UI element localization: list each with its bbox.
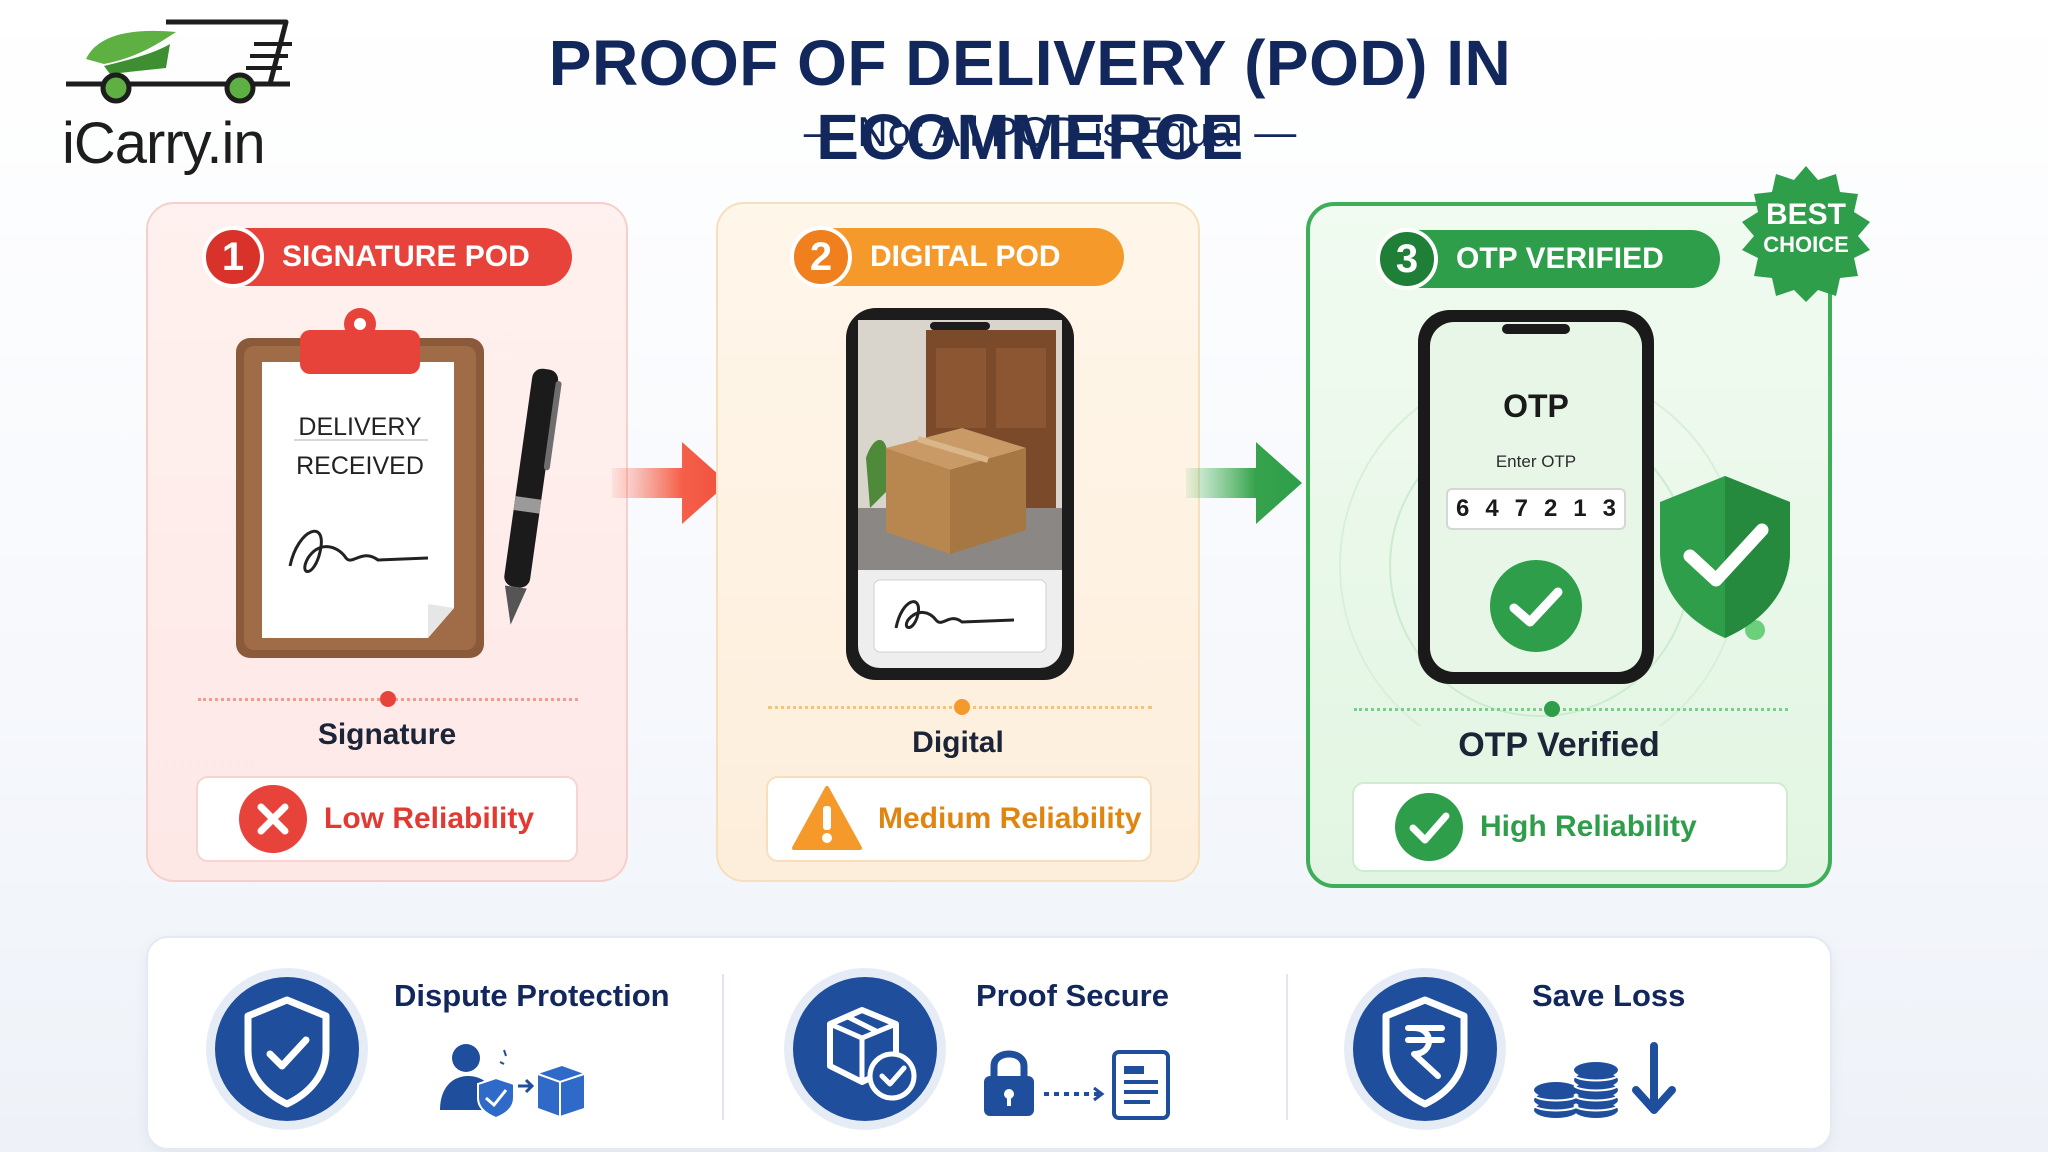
phone-illustration xyxy=(846,308,1074,680)
otp-title: OTP xyxy=(1503,388,1569,424)
separator xyxy=(1286,974,1288,1120)
otp-digit: 7 xyxy=(1514,495,1528,522)
brand-logo: iCarry.in xyxy=(58,14,308,176)
x-circle-icon xyxy=(239,785,307,853)
reliability-text: Low Reliability xyxy=(324,802,535,835)
clipboard-text-line1: DELIVERY xyxy=(298,413,422,441)
check-circle-icon xyxy=(1490,560,1582,652)
lock-document-icon xyxy=(984,1050,1170,1120)
separator xyxy=(722,974,724,1120)
otp-digit: 2 xyxy=(1543,495,1558,522)
rupee-shield-icon xyxy=(1344,968,1506,1130)
divider-dot xyxy=(954,699,970,715)
best-choice-badge: BEST CHOICE xyxy=(1736,164,1876,304)
logo-text: iCarry.in xyxy=(62,111,266,176)
divider-dot xyxy=(380,691,396,707)
check-circle-icon xyxy=(1395,793,1463,861)
step-number: 3 xyxy=(1376,228,1438,290)
feature-title: Proof Secure xyxy=(976,978,1169,1013)
step-number: 1 xyxy=(202,226,264,288)
delivery-truck-icon xyxy=(66,19,292,104)
reliability-box: Medium Reliability xyxy=(766,776,1152,862)
coins-down-icon xyxy=(1533,1042,1676,1118)
badge-label: OTP VERIFIED xyxy=(1456,242,1664,275)
otp-digit: 6 xyxy=(1455,495,1470,522)
reliability-box: High Reliability xyxy=(1352,782,1788,872)
page-subtitle: — Not All POD is Equal — xyxy=(803,108,1297,155)
reliability-box: Low Reliability xyxy=(196,776,578,862)
user-box-icon xyxy=(440,1044,585,1118)
reliability-text: High Reliability xyxy=(1480,810,1697,843)
arrow-right-icon xyxy=(612,442,728,524)
digital-pod-card: 2 DIGITAL POD Digital xyxy=(716,202,1200,882)
divider xyxy=(768,699,1152,715)
otp-input[interactable]: 6 4 7 2 1 3 xyxy=(1446,488,1626,530)
step-number: 2 xyxy=(790,226,852,288)
clipboard-icon xyxy=(236,308,562,658)
signature-pod-badge: 1 SIGNATURE POD xyxy=(202,226,572,288)
otp-verified-badge: 3 OTP VERIFIED xyxy=(1376,228,1720,290)
clipboard-text-line2: RECEIVED xyxy=(296,452,424,480)
card-label: Digital xyxy=(912,726,1004,759)
otp-digit: 3 xyxy=(1602,495,1616,522)
divider-dot xyxy=(1544,701,1560,717)
card-label: Signature xyxy=(317,718,457,751)
otp-digit: 4 xyxy=(1485,495,1499,522)
phone-photo-icon xyxy=(846,308,1074,680)
shield-check-icon xyxy=(206,968,368,1130)
box-check-icon xyxy=(784,968,946,1130)
shield-check-icon xyxy=(1660,476,1790,638)
otp-prompt: Enter OTP xyxy=(1495,452,1577,471)
otp-verified-card: 3 OTP VERIFIED OTP Enter OTP 6 4 7 2 1 3 xyxy=(1306,202,1832,888)
divider xyxy=(198,691,578,707)
feature-title: Save Loss xyxy=(1532,978,1686,1013)
divider xyxy=(1354,701,1788,717)
best-choice-line2: CHOICE xyxy=(1763,232,1849,257)
clipboard-illustration: DELIVERY RECEIVED xyxy=(228,308,568,758)
signature-pod-card: 1 SIGNATURE POD DELIVERY RECEIVED xyxy=(146,202,628,882)
arrow-right-icon xyxy=(1186,442,1302,524)
digital-pod-badge: 2 DIGITAL POD xyxy=(790,226,1124,288)
card-label: OTP Verified xyxy=(1458,726,1660,764)
badge-label: DIGITAL POD xyxy=(870,240,1061,273)
otp-digit: 1 xyxy=(1573,495,1587,522)
warning-icon xyxy=(792,786,862,850)
reliability-text: Medium Reliability xyxy=(878,802,1142,835)
feature-title: Dispute Protection xyxy=(394,978,670,1013)
badge-label: SIGNATURE POD xyxy=(282,240,530,273)
seal-icon xyxy=(1742,166,1870,302)
otp-phone: OTP Enter OTP 6 4 7 2 1 3 xyxy=(1418,310,1654,684)
page-title: PROOF OF DELIVERY (POD) IN ECOMMERCE xyxy=(548,27,1512,173)
features-panel: Dispute Protection Proof Secure xyxy=(146,936,1832,1150)
best-choice-line1: BEST xyxy=(1765,198,1846,231)
